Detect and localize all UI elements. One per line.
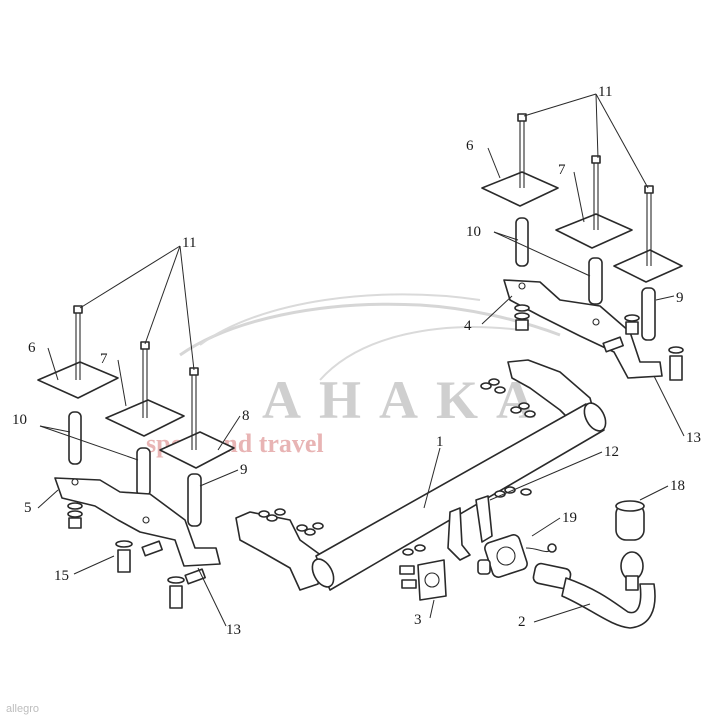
plate-left-7 — [105, 399, 185, 437]
crossbar-tube — [315, 403, 605, 591]
bolt-right-a — [517, 113, 527, 122]
callout-10-left: 10 — [12, 412, 27, 428]
watermark-brand: AHAKA — [262, 370, 553, 430]
plate-right-6 — [481, 171, 559, 207]
callout-11-left: 11 — [182, 235, 196, 251]
callout-19: 19 — [562, 510, 577, 526]
bolt-right-c — [644, 185, 654, 194]
bolts-crossbar-left — [258, 508, 324, 536]
spacer-left-b — [136, 447, 151, 497]
callout-8: 8 — [242, 408, 250, 424]
callout-10-right: 10 — [466, 224, 481, 240]
right-bracket-assembly — [481, 113, 684, 381]
bolt-left-b — [140, 341, 150, 350]
bolt-right-b — [591, 155, 601, 164]
plate-left-8 — [159, 431, 235, 469]
callout-7-left: 7 — [100, 351, 108, 367]
callout-12: 12 — [604, 444, 619, 460]
callout-18: 18 — [670, 478, 685, 494]
nut-stack-left-13 — [169, 585, 183, 609]
leader-lines — [37, 93, 685, 627]
callout-5: 5 — [24, 500, 32, 516]
spacer-right-c — [641, 287, 656, 341]
callout-13-left: 13 — [226, 622, 241, 638]
left-bracket-assembly — [37, 305, 235, 609]
bolt-left-a — [73, 305, 83, 314]
plate-right-plate — [613, 249, 683, 283]
electrical-socket — [477, 534, 557, 578]
side-bracket-right — [503, 279, 663, 379]
callout-4: 4 — [464, 318, 472, 334]
callout-1: 1 — [436, 434, 444, 450]
tow-ball-cap — [615, 500, 645, 541]
plate-left-6 — [37, 361, 119, 399]
socket-plate — [399, 559, 447, 601]
socket-mount-bracket — [402, 486, 532, 561]
nut-stack-15 — [117, 549, 131, 573]
callout-15: 15 — [54, 568, 69, 584]
spacer-right-a — [515, 217, 529, 267]
main-crossbar — [235, 359, 607, 591]
spacer-right-b — [588, 257, 603, 305]
callout-9-right: 9 — [676, 290, 684, 306]
credit-text: allegro — [6, 703, 39, 715]
callout-6-right: 6 — [466, 138, 474, 154]
callout-2: 2 — [518, 614, 526, 630]
callout-13-right: 13 — [686, 430, 701, 446]
nut-left-a — [68, 517, 82, 529]
callout-3: 3 — [414, 612, 422, 628]
callout-7-right: 7 — [558, 162, 566, 178]
callout-labels: 11 6 7 10 8 9 5 15 13 11 6 7 10 9 4 13 1… — [12, 84, 701, 638]
tow-ball-neck — [532, 551, 656, 629]
spacer-left-c — [187, 473, 202, 527]
crossbar-left-plate — [235, 511, 323, 591]
callout-9-left: 9 — [240, 462, 248, 478]
nut-stack-right-13 — [669, 355, 683, 381]
plate-right-7 — [555, 213, 633, 249]
side-bracket-left — [54, 477, 221, 567]
watermark: AHAKA sport and travel — [146, 293, 561, 458]
callout-6-left: 6 — [28, 340, 36, 356]
callout-11-right: 11 — [598, 84, 612, 100]
bolts-crossbar-right — [480, 378, 536, 418]
